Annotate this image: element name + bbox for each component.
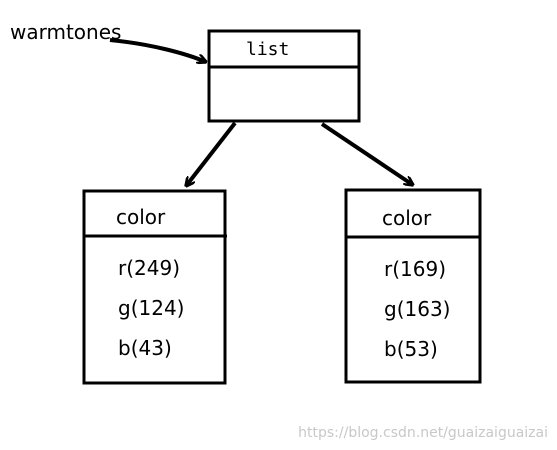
color-node-left-box xyxy=(82,189,227,385)
color-node-right-title: color xyxy=(382,206,432,230)
color-node-right-field-r: r(169) xyxy=(384,257,446,281)
color-node-right-field-b: b(53) xyxy=(384,337,438,361)
variable-label: warmtones xyxy=(10,20,121,44)
color-node-right-box xyxy=(344,188,482,384)
color-node-left: color r(249) g(124) b(43) xyxy=(82,189,227,385)
color-node-left-field-b: b(43) xyxy=(118,336,172,360)
list-node-box xyxy=(207,29,361,123)
color-node-left-title: color xyxy=(116,205,166,229)
watermark-text: https://blog.csdn.net/guaizaiguaizai xyxy=(298,425,548,441)
color-node-left-field-g: g(124) xyxy=(118,296,184,320)
color-node-right: color r(169) g(163) b(53) xyxy=(344,188,482,384)
right-child-arrow xyxy=(320,122,413,185)
color-node-left-field-r: r(249) xyxy=(118,256,180,280)
left-child-arrow xyxy=(186,121,237,186)
color-node-right-field-g: g(163) xyxy=(384,297,450,321)
list-node: list xyxy=(207,29,361,123)
list-node-title: list xyxy=(246,39,289,60)
variable-pointer-arrow xyxy=(109,38,206,62)
